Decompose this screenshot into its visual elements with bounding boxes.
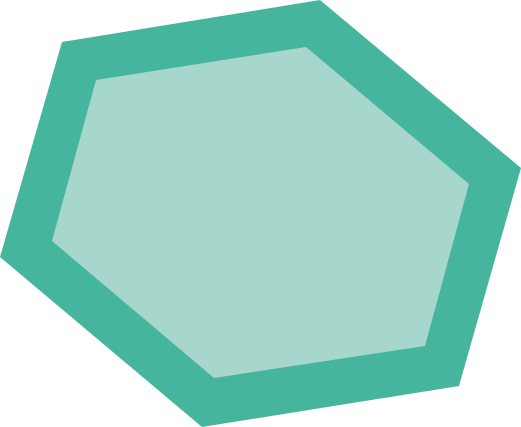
inner-hexagon <box>52 47 469 378</box>
